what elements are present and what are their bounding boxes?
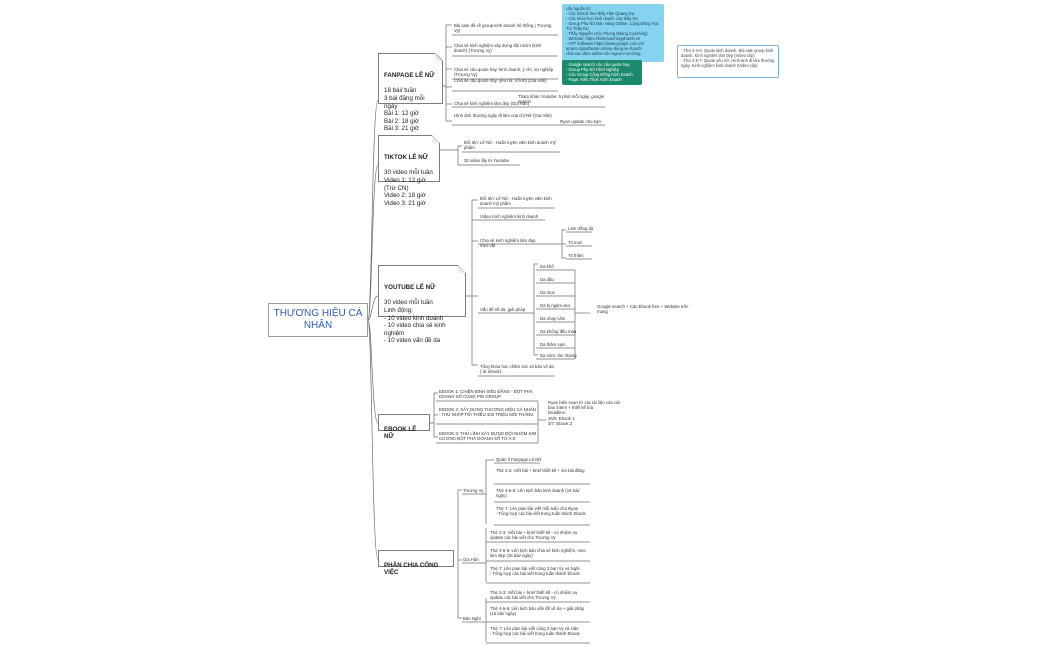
fanpage-item-4[interactable]: Chia sẻ câu quote hay: yêu nữ, nổi trộ (… xyxy=(454,78,547,83)
beauty-item-1[interactable]: Làm trắng da xyxy=(568,226,594,231)
skin-item-7[interactable]: Da thâm sạm xyxy=(540,342,566,347)
quote-sources-callout: - Google search các câu quote hay - Grou… xyxy=(562,60,642,85)
ebook-title: EBOOK LÊ NỮ xyxy=(384,425,417,441)
ebook-item-3[interactable]: EBOOK 3: THỦ LĨNH XÂY DỰNG ĐỘI NHÓM KIM … xyxy=(439,431,537,442)
han-task-3[interactable]: Thứ 7: Lên plan bài viết cùng 2 bạn Vy v… xyxy=(490,566,580,577)
person-gia-han[interactable]: Gia Hân xyxy=(463,557,479,562)
youtube-item-3[interactable]: Chia sẻ kinh nghiệm làm đẹp, mẹo vặt xyxy=(480,238,537,249)
skin-item-5[interactable]: Da nhạy cảm xyxy=(540,316,566,321)
skin-item-2[interactable]: Da dầu xyxy=(540,277,554,282)
fanpage-ryan-note: Ryan update cho bạn xyxy=(560,119,601,124)
youtube-title: YOUTUBE LÊ NỮ xyxy=(384,284,436,292)
fanpage-item-6[interactable]: Hình ảnh thường ngày đi làm của chị Nữ (… xyxy=(454,113,552,118)
fold-corner-icon xyxy=(432,135,440,143)
fanpage-details: 18 bài/ tuần 3 bài đăng mỗi ngày Bài 1: … xyxy=(384,87,425,133)
person-bao-nghi[interactable]: Bảo Nghi xyxy=(463,616,481,621)
ebook-item-2[interactable]: EBOOK 2: XÂY DỰNG THƯƠNG HIỆU CÁ NHÂN - … xyxy=(439,407,536,418)
sources-callout: Lấy nguồn từ: - Các Ebook free thầy Hân … xyxy=(562,4,664,62)
vy-task-2[interactable]: Thứ 2-3: Viết bài + brief thiết kế + set… xyxy=(496,468,585,473)
tiktok-item-1[interactable]: Đổi tên: Lê Nữ - Huấn luyện viên kinh do… xyxy=(464,140,556,151)
han-task-1[interactable]: Thứ 2-3: Viết bài + brief thiết kế - có … xyxy=(490,530,578,541)
fanpage-item-5[interactable]: Chia sẻ kinh nghiệm làm đẹp (Gia Hân) xyxy=(454,101,530,106)
youtube-item-2[interactable]: Video Kinh nghiệm kinh doanh xyxy=(480,214,539,219)
skin-item-6[interactable]: Da không đều màu xyxy=(540,329,577,334)
beauty-item-3[interactable]: Trị thâm xyxy=(568,253,584,258)
ebook-note: Ryan biên soạn từ các tài liệu của các b… xyxy=(548,400,621,426)
skin-item-8[interactable]: Da nám, tàn nhang xyxy=(540,353,577,358)
ebook-branch[interactable]: EBOOK LÊ NỮ xyxy=(378,414,430,440)
tiktok-branch[interactable]: TIKTOK LÊ NỮ 30 video mỗi tuần Video 1: … xyxy=(378,135,440,207)
fanpage-branch[interactable]: FANPAGE LÊ NỮ 18 bài/ tuần 3 bài đăng mỗ… xyxy=(378,53,443,132)
vy-task-4[interactable]: Thứ 7: Lên plan bài viết mỗi tuần cho Ry… xyxy=(496,506,586,517)
skin-item-4[interactable]: Da bị ngâm deo xyxy=(540,303,571,308)
skin-source-note: Google search + Các Ebook free + Website… xyxy=(597,304,689,315)
ebook-item-1[interactable]: EBOOK 1: CHIẾN BINH SIÊU ĐẲNG - ĐỘT PHÁ … xyxy=(439,389,533,400)
fanpage-youtube-note: Tham khảo Youtube: 5 phút mỗi ngày, goog… xyxy=(518,94,605,105)
fold-corner-icon xyxy=(435,53,443,61)
nghi-task-2[interactable]: Thứ 4-5-6: Lên kịch bản vấn đề về da + g… xyxy=(490,606,585,617)
tasks-title: PHÂN CHIA CÔNG VIỆC xyxy=(384,561,439,577)
fanpage-item-1[interactable]: Bài sale đồ về group kinh doanh hệ thống… xyxy=(454,23,552,34)
person-truong-vy[interactable]: Trương Vy xyxy=(463,488,484,493)
youtube-item-1[interactable]: Đổi tên: Lê Nữ - Huấn luyện viên kinh do… xyxy=(480,196,552,207)
han-task-2[interactable]: Thứ 4-5-6: Lên kịch bản chia sẻ kinh ngh… xyxy=(490,548,586,559)
vy-task-3[interactable]: Thứ 4-5-6: Lên kịch bản kinh doanh (15 b… xyxy=(496,488,580,499)
fold-corner-icon xyxy=(458,265,466,273)
vy-task-1[interactable]: Quản lí Fanpage Lê Nữ xyxy=(496,457,542,462)
fanpage-item-3[interactable]: Chia sẻ câu quote hay: kinh doanh, ý chí… xyxy=(454,67,554,78)
schedule-note: - Thứ 2-4-6: Quote kinh doanh, Bài sale … xyxy=(677,45,779,78)
tiktok-item-2[interactable]: 30 video lấy từ Youtube xyxy=(464,158,509,163)
beauty-item-2[interactable]: Trị mụn xyxy=(568,240,583,245)
youtube-branch[interactable]: YOUTUBE LÊ NỮ 30 video mỗi tuần Linh độn… xyxy=(378,265,466,344)
youtube-item-5[interactable]: Tổng khóa học chăm sóc và bảo vệ da ( từ… xyxy=(480,364,554,375)
nghi-task-3[interactable]: Thứ 7: Lên plan bài viết cùng 2 bạn Vy v… xyxy=(490,626,580,637)
fanpage-item-2[interactable]: Chia sẻ kinh nghiệm xây dựng đội nhóm (k… xyxy=(454,43,542,54)
fanpage-title: FANPAGE LÊ NỮ xyxy=(384,72,435,80)
skin-item-3[interactable]: Da mụn xyxy=(540,290,556,295)
tasks-branch[interactable]: PHÂN CHIA CÔNG VIỆC xyxy=(378,550,454,576)
tiktok-title: TIKTOK LÊ NỮ xyxy=(384,154,428,162)
nghi-task-1[interactable]: Thứ 2-3: Viết bài + brief thiết kế - có … xyxy=(490,590,578,601)
root-node[interactable]: THƯƠNG HIỆU CÁ NHÂN xyxy=(268,303,368,337)
youtube-item-4[interactable]: Vấn đề về da, giải pháp xyxy=(480,307,526,312)
tiktok-details: 30 video mỗi tuần Video 1: 12 giờ (Trừ C… xyxy=(384,169,433,207)
youtube-details: 30 video mỗi tuần Linh động: - 10 video … xyxy=(384,299,446,345)
skin-item-1[interactable]: Da khô xyxy=(540,264,554,269)
